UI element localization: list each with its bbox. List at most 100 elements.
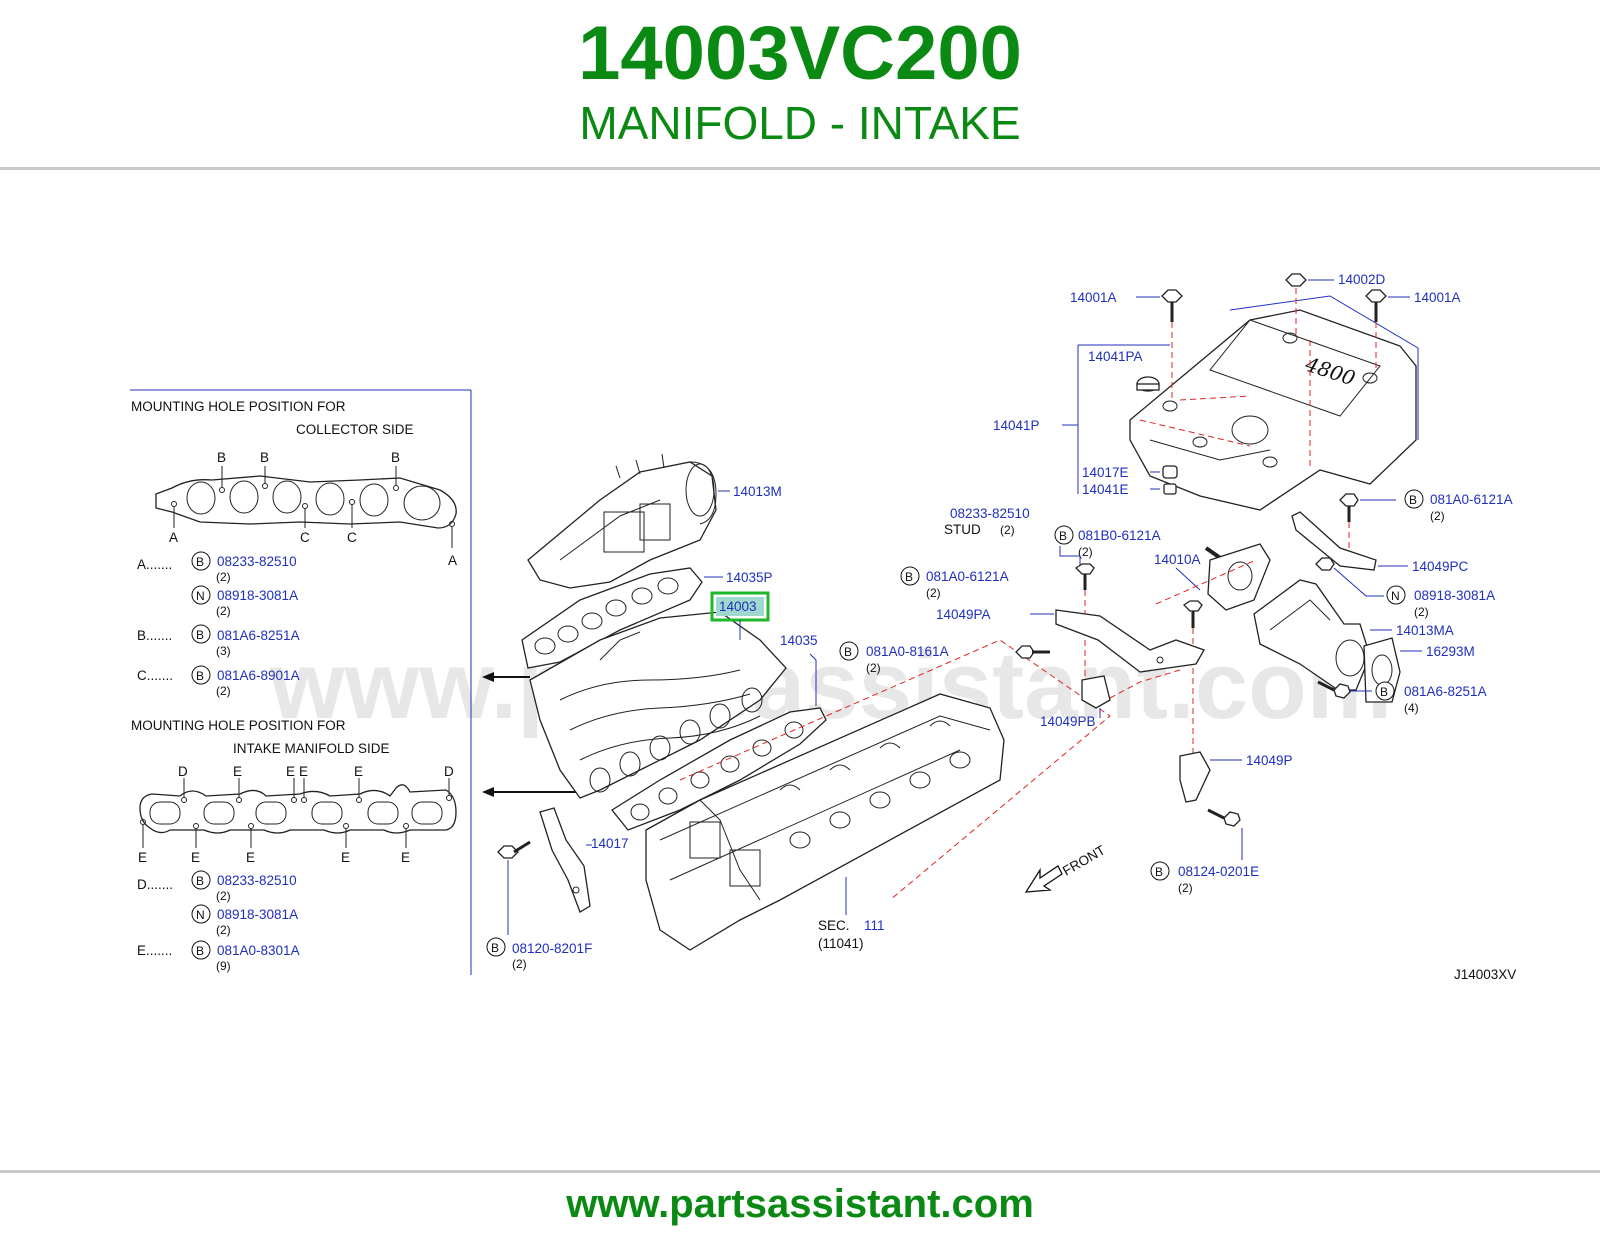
callout-14041E[interactable]: 14041E — [1082, 482, 1129, 497]
legend-key: E....... — [137, 943, 172, 958]
callout-qty: (2) — [1000, 523, 1015, 537]
diagram-code: J14003XV — [1454, 967, 1516, 982]
svg-text:B: B — [491, 941, 499, 955]
legend-part-link[interactable]: 081A6-8251A — [217, 628, 300, 643]
collector-hole-letter: B — [260, 450, 269, 465]
manifold-hole-letter: D — [444, 764, 454, 779]
callout-qty: (2) — [1430, 509, 1445, 523]
callout-14017[interactable]: 14017 — [591, 836, 629, 851]
bolt-badge — [191, 665, 211, 685]
callout-14002D[interactable]: 14002D — [1338, 272, 1386, 287]
callout-081A6-8251A[interactable]: 081A6-8251A — [1404, 684, 1487, 699]
callout-14049PB[interactable]: 14049PB — [1040, 714, 1096, 729]
collector-gasket-14035P[interactable] — [521, 567, 703, 669]
callout-14049PC[interactable]: 14049PC — [1412, 559, 1469, 574]
collector-panel-title-2: COLLECTOR SIDE — [296, 422, 414, 437]
callout-081A0-6121A-left[interactable]: 081A0-6121A — [926, 569, 1009, 584]
front-label: FRONT — [1060, 842, 1108, 878]
bracket-14049PB[interactable] — [1081, 675, 1111, 709]
footer-url-link[interactable]: www.partsassistant.com — [566, 1182, 1034, 1226]
legend-qty: (2) — [216, 604, 231, 618]
manifold-hole-letter: E — [191, 850, 200, 865]
callout-qty: (4) — [1404, 701, 1419, 715]
callout-14010A[interactable]: 14010A — [1154, 552, 1201, 567]
legend-qty: (2) — [216, 570, 231, 584]
callout-08120-8201F[interactable]: 08120-8201F — [512, 941, 592, 956]
svg-text:B: B — [1409, 493, 1417, 507]
svg-text:B: B — [1059, 529, 1067, 543]
callout-14049PA[interactable]: 14049PA — [936, 607, 991, 622]
bracket-14049PA[interactable] — [1055, 609, 1205, 673]
callout-14003-highlighted[interactable]: 14003 — [719, 599, 757, 614]
callout-081B0-6121A[interactable]: 081B0-6121A — [1078, 528, 1161, 543]
legend-part-link[interactable]: 08233-82510 — [217, 554, 297, 569]
callout-14017E[interactable]: 14017E — [1082, 465, 1129, 480]
section-link-111[interactable]: 111 — [864, 918, 885, 933]
collector-gasket-drawing — [155, 466, 457, 548]
callout-08918-3081A[interactable]: 08918-3081A — [1414, 588, 1495, 603]
head-dashed-outline — [679, 639, 1111, 901]
svg-text:B: B — [1155, 865, 1163, 879]
bolt-081A6-8251A[interactable] — [1317, 680, 1351, 699]
manifold-hole-letter: E — [299, 764, 308, 779]
callout-stud-08233-82510[interactable]: 08233-82510 — [950, 506, 1030, 521]
callout-qty: (2) — [866, 661, 881, 675]
callout-14013M[interactable]: 14013M — [733, 484, 782, 499]
badge-letter: B — [196, 555, 204, 569]
callout-14041P[interactable]: 14041P — [993, 418, 1040, 433]
bolt-08124[interactable] — [1207, 808, 1241, 827]
bracket-14049P[interactable] — [1179, 751, 1211, 803]
callout-14001A-right[interactable]: 14001A — [1414, 290, 1461, 305]
collector-panel-title-1: MOUNTING HOLE POSITION FOR — [131, 399, 346, 414]
callout-08124-0201E[interactable]: 08124-0201E — [1178, 864, 1259, 879]
callout-081A0-8161A[interactable]: 081A0-8161A — [866, 644, 949, 659]
callout-16293M[interactable]: 16293M — [1426, 644, 1475, 659]
collector-hole-letter: C — [300, 530, 310, 545]
bolt-08120[interactable] — [497, 840, 531, 859]
bracket-14049PC[interactable] — [1291, 511, 1377, 571]
callout-14041PA[interactable]: 14041PA — [1088, 349, 1143, 364]
legend-part-link[interactable]: 08233-82510 — [217, 873, 297, 888]
nut-08918[interactable] — [1315, 557, 1335, 571]
oil-cap-14041PA[interactable] — [1136, 376, 1160, 392]
badge-letter: B — [196, 944, 204, 958]
legend-part-link[interactable]: 081A6-8901A — [217, 668, 300, 683]
callout-14049P[interactable]: 14049P — [1246, 753, 1293, 768]
intake-manifold-14003[interactable] — [529, 611, 787, 799]
legend-part-link[interactable]: 081A0-8301A — [217, 943, 300, 958]
bracket-14017[interactable] — [539, 807, 591, 913]
legend-part-link[interactable]: 08918-3081A — [217, 907, 298, 922]
intake-collector-14013M[interactable] — [527, 453, 717, 589]
bolt-081A0-6121A-center[interactable] — [1182, 600, 1203, 628]
svg-text:N: N — [1391, 589, 1400, 603]
bolt-081B0[interactable] — [1074, 563, 1095, 590]
callout-14035P[interactable]: 14035P — [726, 570, 773, 585]
collector-hole-letter: A — [169, 530, 178, 545]
callout-14001A-left[interactable]: 14001A — [1070, 290, 1117, 305]
callout-081A0-6121A-right[interactable]: 081A0-6121A — [1430, 492, 1513, 507]
bolt-081A0-6121A-right[interactable] — [1339, 493, 1359, 522]
bolt-badge — [191, 551, 211, 571]
badge-letter: B — [196, 628, 204, 642]
callout-14035[interactable]: 14035 — [780, 633, 818, 648]
legend-qty: (2) — [216, 923, 231, 937]
watermark-text: www.partsassistant.com — [269, 632, 1392, 739]
badge-letter: B — [196, 669, 204, 683]
nut-14002D[interactable] — [1285, 273, 1307, 287]
collar-14041E[interactable] — [1163, 483, 1177, 495]
bolt-badge — [191, 624, 211, 644]
bolt-14001A-right[interactable] — [1365, 289, 1387, 322]
manifold-gasket-14035[interactable] — [611, 707, 827, 831]
engine-cover-14041P[interactable] — [1129, 309, 1417, 511]
legend-part-link[interactable]: 08918-3081A — [217, 588, 298, 603]
gasket-14010A[interactable] — [1207, 543, 1271, 611]
bolt-14001A-left[interactable] — [1161, 289, 1183, 322]
bolt-081A0-8161A[interactable] — [1015, 645, 1050, 659]
grommet-14017E[interactable] — [1162, 465, 1178, 479]
callout-14013MA[interactable]: 14013MA — [1396, 623, 1454, 638]
manifold-hole-letter: E — [341, 850, 350, 865]
legend-key: A....... — [137, 557, 172, 572]
callout-qty: (2) — [926, 586, 941, 600]
callout-qty: (2) — [1078, 545, 1093, 559]
